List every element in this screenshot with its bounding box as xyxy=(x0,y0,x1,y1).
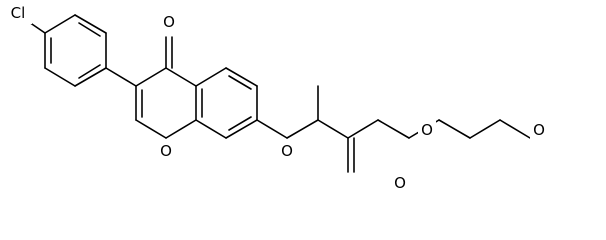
bond xyxy=(165,67,197,87)
bond xyxy=(78,64,101,79)
bond xyxy=(44,14,76,34)
atom-labels: Cl O O O O O O xyxy=(4,4,548,194)
bond xyxy=(135,67,167,87)
atom-chlorine: Cl xyxy=(4,4,32,24)
atom-label-ether-oxygen: O xyxy=(281,142,293,160)
bond xyxy=(499,119,531,139)
atom-ethoxy-oxygen: O xyxy=(530,120,548,140)
bond xyxy=(74,67,107,87)
bond xyxy=(225,119,258,139)
bond xyxy=(195,119,227,139)
atom-ester-single-oxygen: O xyxy=(418,120,436,140)
atom-label-ring-oxygen: O xyxy=(160,142,172,160)
bond xyxy=(469,119,501,139)
bond xyxy=(165,119,197,139)
atom-ring-oxygen: O xyxy=(157,142,175,162)
bond xyxy=(317,119,349,139)
bond xyxy=(228,116,252,131)
atom-carbonyl-oxygen: O xyxy=(160,12,178,32)
bond xyxy=(105,67,137,87)
atom-label-ethoxy-oxygen: O xyxy=(533,121,545,139)
bond xyxy=(286,119,319,139)
atom-label-carbonyl-oxygen: O xyxy=(163,13,175,31)
bond xyxy=(347,119,379,139)
bond xyxy=(228,75,252,90)
bond-lines xyxy=(25,14,531,173)
atom-ester-carbonyl-oxygen: O xyxy=(391,174,409,194)
bond xyxy=(74,14,107,34)
atom-ether-oxygen: O xyxy=(278,142,296,162)
bond xyxy=(195,67,227,87)
atom-label-ester-carbonyl-oxygen: O xyxy=(394,174,406,192)
bond xyxy=(78,22,101,37)
bond xyxy=(135,119,167,139)
atom-label-ester-single-oxygen: O xyxy=(421,121,433,139)
bond xyxy=(225,67,258,87)
bond xyxy=(377,119,410,139)
bond xyxy=(44,67,76,87)
bond xyxy=(438,119,471,139)
chemical-structure-diagram: Cl O O O O O O xyxy=(4,4,548,194)
atom-label-chlorine: Cl xyxy=(11,4,26,22)
bond xyxy=(256,119,288,139)
